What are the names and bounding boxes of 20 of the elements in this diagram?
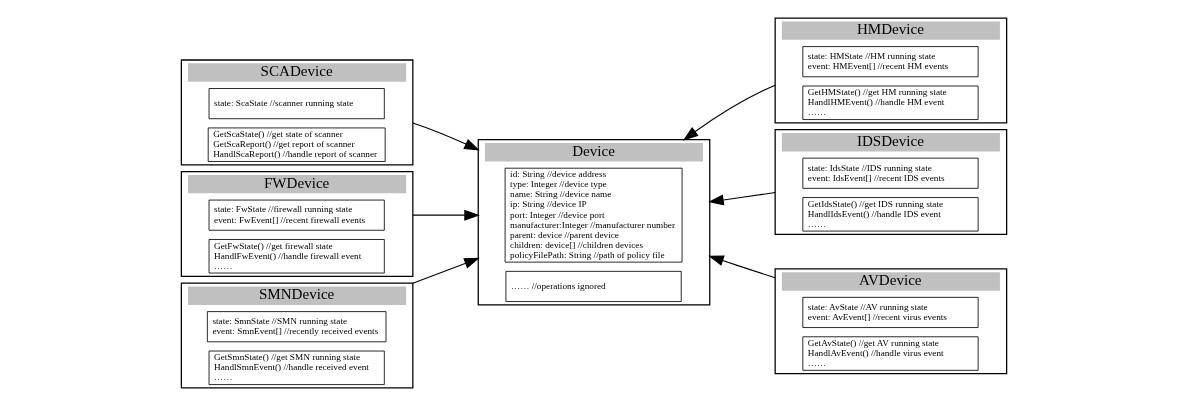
- arrow: [411, 257, 480, 284]
- arrow: [707, 192, 776, 206]
- node-box: …… //operations ignored: [505, 270, 682, 302]
- arrow: [682, 84, 776, 141]
- node-box: GetScaState() //get state of scanner GetScaReport() //get report of scanner HandlScaReport() //handle report of scanner: [207, 127, 386, 162]
- node-box: state: ScaState //scanner running state: [208, 88, 385, 120]
- node-box: GetAvState() //get AV running state HandlAvEvent() //handle virus event ……: [801, 336, 979, 371]
- node-box: id: String //device address type: Integer //device type name: String //device name ip: String //device IP port: Integer //device port manufacturer:Integer //manufacturer number parent: device //parent device children: device[] //children devices policyFilePath: String //path of policy file: [504, 167, 682, 263]
- node-box: state: SmnState //SMN running state event: SmnEvent[] //recently received events: [206, 311, 386, 343]
- node-box: GetIdsState() //get IDS running state HandlIdsEvent() //handle IDS event ……: [801, 197, 979, 232]
- node-box: state: AvState //AV running state event: AvEvent[] //recent virus events: [801, 296, 979, 328]
- node-box: GetHMState() //get HM running state HandlHMEvent() //handle HM event ……: [801, 85, 979, 120]
- arrow: [411, 209, 480, 221]
- node-box: state: IdsState //IDS running state event: IdsEvent[] //recent IDS events: [801, 157, 979, 189]
- arrow: [707, 255, 776, 279]
- node-box: state: FwState //firewall running state event: FwEvent[] //recent firewall events: [208, 199, 385, 231]
- node-box: GetSmnState() //get SMN running state HandlSmnEvent() //handle received event ……: [208, 350, 385, 385]
- node-box: GetFwState() //get firewall state HandlFwEvent() //handle firewall event ……: [208, 239, 385, 274]
- node-box: state: HMState //HM running state event: HMEvent[] //recent HM events: [801, 46, 979, 78]
- arrow: [411, 122, 480, 151]
